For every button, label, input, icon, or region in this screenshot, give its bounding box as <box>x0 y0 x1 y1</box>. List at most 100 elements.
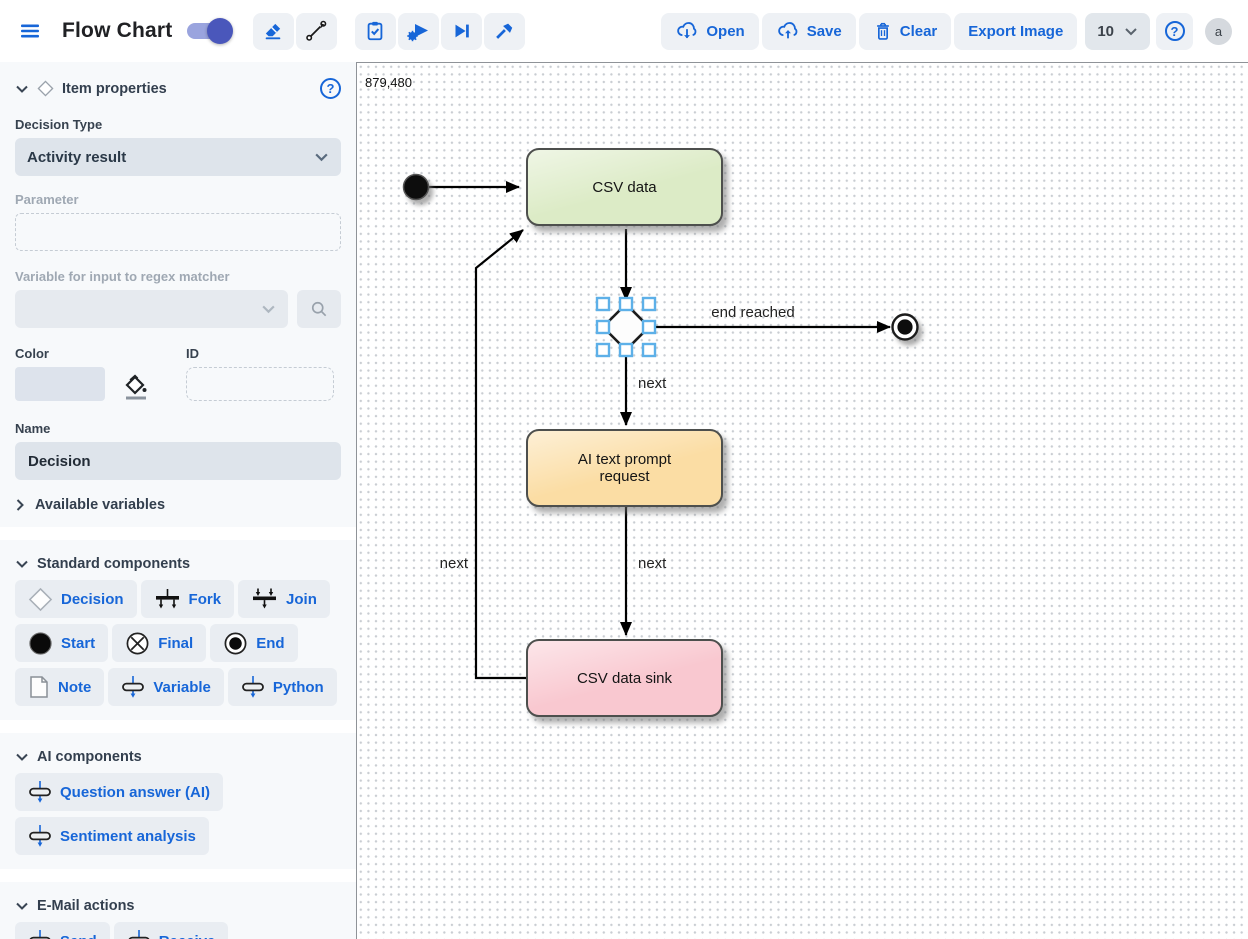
fork-icon <box>155 589 179 609</box>
component-question-answer-ai[interactable]: Question answer (AI) <box>15 773 224 811</box>
eraser-button[interactable] <box>252 12 294 50</box>
node-csv-data[interactable]: CSV data <box>526 148 723 226</box>
parameter-label: Parameter <box>15 192 79 207</box>
node-csv-data-sink[interactable]: CSV data sink <box>526 639 723 717</box>
component-python[interactable]: Python <box>227 668 337 706</box>
open-label: Open <box>706 22 745 40</box>
component-final[interactable]: Final <box>112 624 207 662</box>
help-icon: ? <box>1164 21 1185 41</box>
component-label: Send <box>60 933 97 939</box>
variable-search-button[interactable] <box>297 290 341 328</box>
node-ai-text-prompt-request[interactable]: AI text prompt request <box>526 429 723 507</box>
selection-handles[interactable] <box>595 296 657 358</box>
validate-button[interactable] <box>354 12 396 50</box>
name-input[interactable] <box>15 442 341 480</box>
component-decision[interactable]: Decision <box>15 580 137 618</box>
step-forward-icon <box>455 24 469 38</box>
run-tool-group <box>354 12 525 50</box>
join-icon <box>253 588 277 609</box>
zoom-level-select[interactable]: 10 <box>1085 12 1150 50</box>
activity-icon <box>29 781 51 803</box>
flowchart-canvas[interactable]: 879,480 <box>356 62 1248 939</box>
activity-icon <box>29 930 51 939</box>
chevron-right-icon <box>16 499 24 511</box>
component-note[interactable]: Note <box>15 668 105 706</box>
regex-variable-select <box>15 290 288 328</box>
decision-diamond-icon <box>28 587 53 611</box>
component-end[interactable]: End <box>210 624 298 662</box>
available-variables-toggle[interactable]: Available variables <box>15 497 341 513</box>
chevron-down-icon[interactable] <box>15 84 29 94</box>
cloud-upload-icon <box>777 22 798 39</box>
zoom-level-value: 10 <box>1097 22 1114 40</box>
paint-bucket-icon[interactable] <box>123 374 149 401</box>
sidebar: Item properties ? Decision Type Activity… <box>0 62 356 939</box>
chevron-down-icon[interactable] <box>15 559 29 569</box>
save-button[interactable]: Save <box>761 12 856 50</box>
decision-type-select[interactable]: Activity result <box>15 138 341 176</box>
component-label: End <box>256 634 285 652</box>
save-label: Save <box>806 22 842 40</box>
id-input <box>186 367 334 401</box>
color-label: Color <box>15 346 49 361</box>
email-actions-panel: E-Mail actions Send <box>0 882 356 939</box>
chevron-down-icon[interactable] <box>15 901 29 911</box>
search-icon <box>311 301 327 317</box>
component-label: Note <box>58 678 92 696</box>
item-properties-panel: Item properties ? Decision Type Activity… <box>0 62 356 527</box>
end-node-icon <box>224 632 247 654</box>
panel-help-icon[interactable]: ? <box>320 78 341 99</box>
clear-button[interactable]: Clear <box>858 12 952 50</box>
color-swatch[interactable] <box>15 367 105 401</box>
edge-sink-to-csv-loop <box>474 229 527 680</box>
chevron-down-icon[interactable] <box>15 752 29 762</box>
decision-type-label: Decision Type <box>15 117 103 132</box>
edge-label-next: next <box>638 375 667 392</box>
trash-icon <box>876 22 889 40</box>
component-label: Question answer (AI) <box>60 783 211 801</box>
cloud-download-icon <box>677 22 697 39</box>
panel-title: AI components <box>37 749 142 765</box>
component-label: Join <box>286 590 317 608</box>
component-receive[interactable]: Receive <box>113 922 229 939</box>
start-node[interactable] <box>402 173 430 201</box>
avatar[interactable]: a <box>1205 17 1232 45</box>
component-label: Variable <box>153 678 211 696</box>
component-sentiment-analysis[interactable]: Sentiment analysis <box>15 817 209 855</box>
component-variable[interactable]: Variable <box>108 668 224 706</box>
chevron-down-icon <box>315 153 328 162</box>
help-button[interactable]: ? <box>1156 12 1193 50</box>
clipboard-check-icon <box>367 21 383 41</box>
name-label: Name <box>15 421 51 436</box>
eraser-icon <box>265 23 281 40</box>
build-hammer-icon <box>496 23 513 39</box>
menu-button[interactable] <box>12 13 48 49</box>
activity-icon <box>241 676 264 698</box>
export-image-button[interactable]: Export Image <box>954 12 1078 50</box>
component-label: Final <box>158 634 194 652</box>
panel-title: Standard components <box>37 556 191 572</box>
decision-diamond-icon <box>37 80 54 97</box>
open-button[interactable]: Open <box>661 12 759 50</box>
component-join[interactable]: Join <box>238 580 330 618</box>
component-send[interactable]: Send <box>15 922 110 939</box>
end-node[interactable] <box>891 313 919 341</box>
activity-icon <box>122 676 145 698</box>
step-forward-button[interactable] <box>440 12 482 50</box>
hamburger-icon <box>21 24 39 38</box>
panel-title: Item properties <box>62 80 167 97</box>
component-start[interactable]: Start <box>15 624 109 662</box>
clear-label: Clear <box>899 22 938 40</box>
run-settings-button[interactable] <box>397 12 439 50</box>
ai-components-panel: AI components Question answer (AI) <box>0 733 356 869</box>
mode-toggle[interactable] <box>186 18 233 44</box>
component-fork[interactable]: Fork <box>140 580 235 618</box>
edge-label-next: next <box>638 555 667 572</box>
flow-edges-layer <box>402 173 919 680</box>
edge-label-end-reached: end reached <box>711 304 795 321</box>
connector-button[interactable] <box>295 12 337 50</box>
app-header: Flow Chart <box>0 0 1248 62</box>
parameter-input <box>15 213 341 251</box>
start-node-icon <box>29 631 52 655</box>
build-button[interactable] <box>483 12 525 50</box>
